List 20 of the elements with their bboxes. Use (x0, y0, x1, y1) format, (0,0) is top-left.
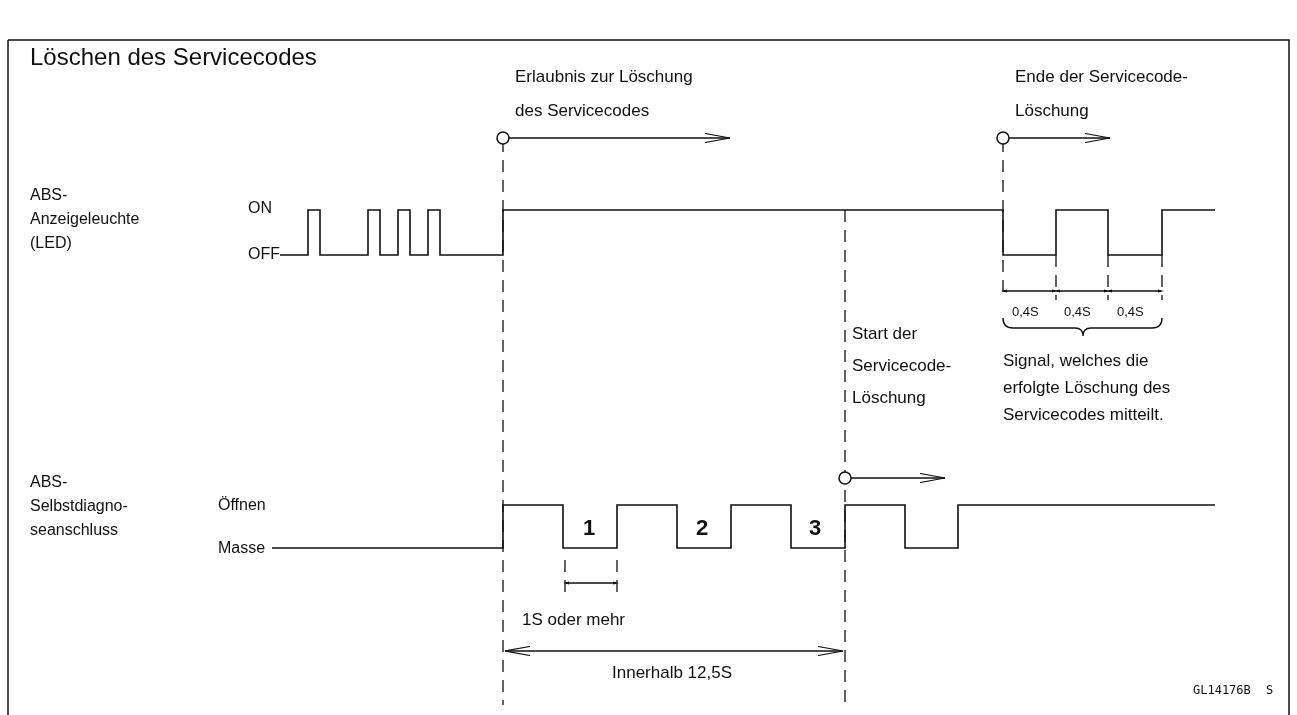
level-label: Masse (218, 538, 266, 558)
level-label: OFF (248, 244, 280, 264)
duration-label: 0,4S (1064, 304, 1091, 320)
annotation-text: Signal, welches die erfolgte Löschung des Servicecodes mitteilt. (1003, 350, 1172, 426)
annotation-text: Ende der Servicecode-Löschung (1015, 66, 1189, 122)
duration-label: Innerhalb 12,5S (612, 662, 733, 684)
figure-code: GL14176B S (1193, 682, 1274, 698)
pulse-number: 1 (583, 515, 596, 541)
level-label: Öffnen (218, 495, 266, 515)
duration-label: 0,4S (1012, 304, 1039, 320)
pulse-number: 3 (809, 515, 822, 541)
annotation-text: Start der Servicecode- Löschung (852, 323, 953, 409)
duration-label: 0,4S (1117, 304, 1144, 320)
signal-name: ABS- Anzeigeleuchte (LED) (30, 185, 141, 253)
signal-name: ABS- Selbstdiagno- seanschluss (30, 472, 129, 540)
annotation-text: Erlaubnis zur Löschung des Servicecodes (515, 66, 694, 122)
level-label: ON (248, 198, 272, 218)
duration-label: 1S oder mehr (522, 609, 625, 631)
diagram-title: Löschen des Servicecodes (30, 42, 317, 72)
pulse-number: 2 (696, 515, 709, 541)
